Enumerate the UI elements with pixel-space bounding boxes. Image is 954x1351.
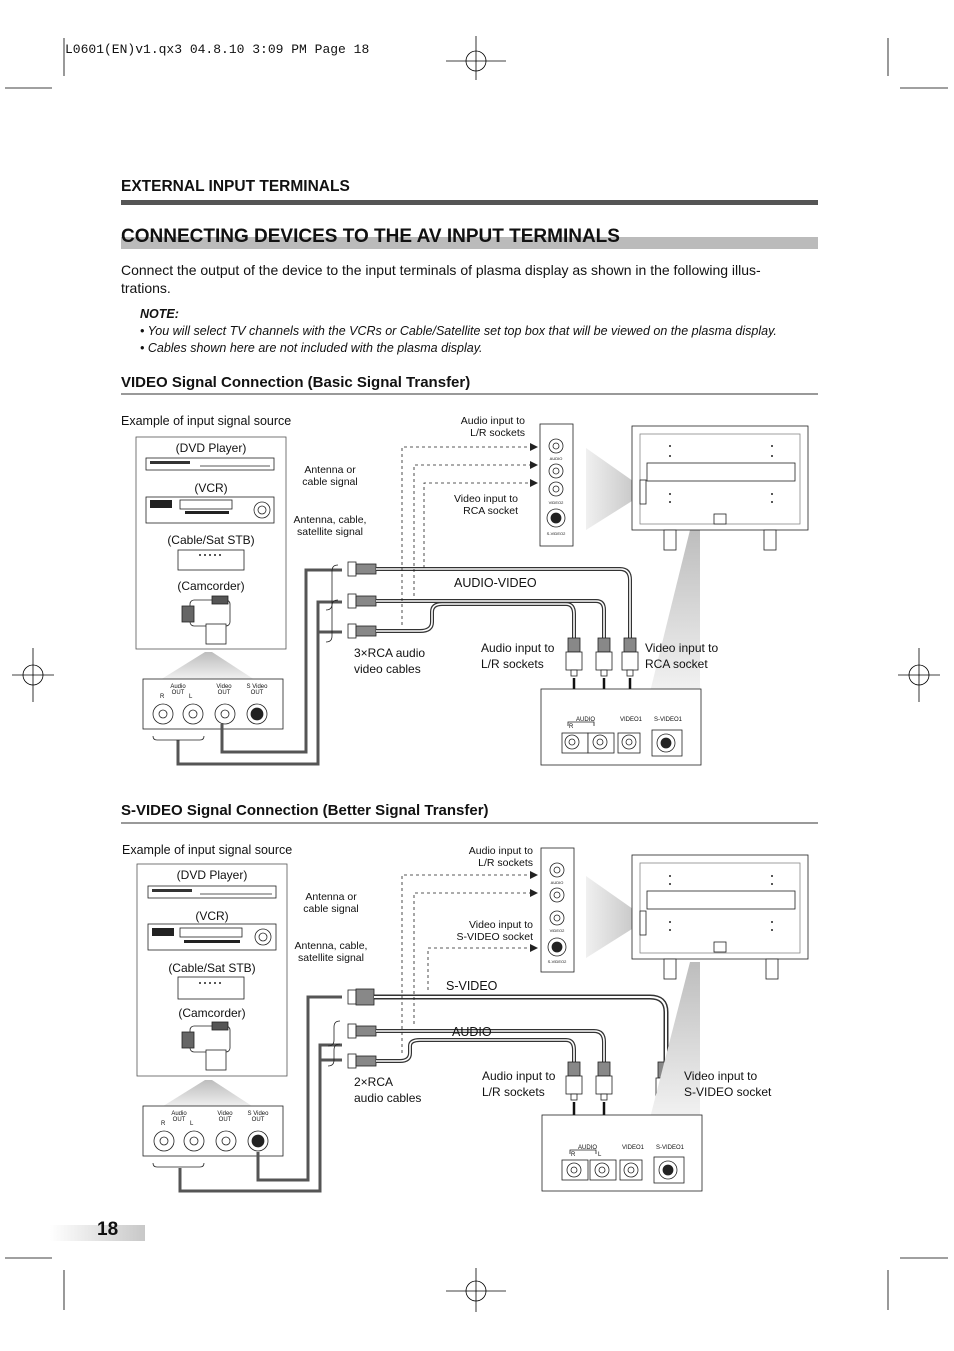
side-audio-label: AUDIO <box>550 880 564 885</box>
print-header: L0601(EN)v1.qx3 04.8.10 3:09 PM Page 18 <box>65 42 370 57</box>
tv-r-label: R <box>571 1152 576 1158</box>
side-svideo2-label: S-VIDEO2 <box>546 531 566 536</box>
device-camcorder-label: (Camcorder) <box>177 579 245 593</box>
tv-video1-label: VIDEO1 <box>622 1145 645 1151</box>
note-block: NOTE: • You will select TV channels with… <box>140 306 830 357</box>
tv-audio-label: AUDIO <box>578 1145 598 1151</box>
device-vcr-label: (VCR) <box>195 909 229 923</box>
cable-svideo-label: S-VIDEO <box>446 979 498 993</box>
device-camcorder-label: (Camcorder) <box>178 1006 246 1020</box>
antenna-label-2: Antenna, cable,satellite signal <box>293 514 367 538</box>
diagram1-example-label: Example of input signal source <box>121 414 292 428</box>
device-stb-label: (Cable/Sat STB) <box>168 961 256 975</box>
page-title: CONNECTING DEVICES TO THE AV INPUT TERMI… <box>121 226 620 247</box>
note-label: NOTE: <box>140 307 179 321</box>
diagram2-heading: S-VIDEO Signal Connection (Better Signal… <box>121 802 489 819</box>
note-item: • Cables shown here are not included wit… <box>140 341 483 355</box>
device-dvd-label: (DVD Player) <box>176 868 248 882</box>
src-r-label: R <box>160 694 165 700</box>
side-audio-label: AUDIO <box>549 456 563 461</box>
diagram-2 <box>136 847 809 1193</box>
cable-audio-label: AUDIO <box>452 1025 492 1039</box>
diagram2-example-label: Example of input signal source <box>122 843 293 857</box>
antenna-label-2: Antenna, cable,satellite signal <box>294 940 368 964</box>
intro-text: Connect the output of the device to the … <box>121 262 761 296</box>
tv-l-label: L <box>598 1152 602 1158</box>
device-dvd-label: (DVD Player) <box>175 441 247 455</box>
tv-r-label: R <box>569 724 574 730</box>
src-l-label: L <box>190 1121 194 1127</box>
device-vcr-label: (VCR) <box>194 481 228 495</box>
src-r-label: R <box>161 1121 166 1127</box>
side-video2-label: VIDEO2 <box>548 500 564 505</box>
page-number: 18 <box>97 1219 119 1240</box>
note-item: • You will select TV channels with the V… <box>140 324 777 338</box>
side-video2-label: VIDEO2 <box>549 928 565 933</box>
tv-video1-label: VIDEO1 <box>620 717 643 723</box>
diagram1-heading: VIDEO Signal Connection (Basic Signal Tr… <box>121 374 471 391</box>
cable-type-label: AUDIO-VIDEO <box>454 576 537 590</box>
side-svideo2-label: S-VIDEO2 <box>547 959 567 964</box>
src-l-label: L <box>189 694 193 700</box>
tv-audio-label: AUDIO <box>576 717 596 723</box>
section-title: EXTERNAL INPUT TERMINALS <box>121 178 350 195</box>
device-stb-label: (Cable/Sat STB) <box>167 533 255 547</box>
tv-svideo1-label: S-VIDEO1 <box>654 717 683 723</box>
tv-svideo1-label: S-VIDEO1 <box>656 1145 685 1151</box>
crop-marks <box>5 36 948 1312</box>
diagram-1 <box>135 423 809 766</box>
